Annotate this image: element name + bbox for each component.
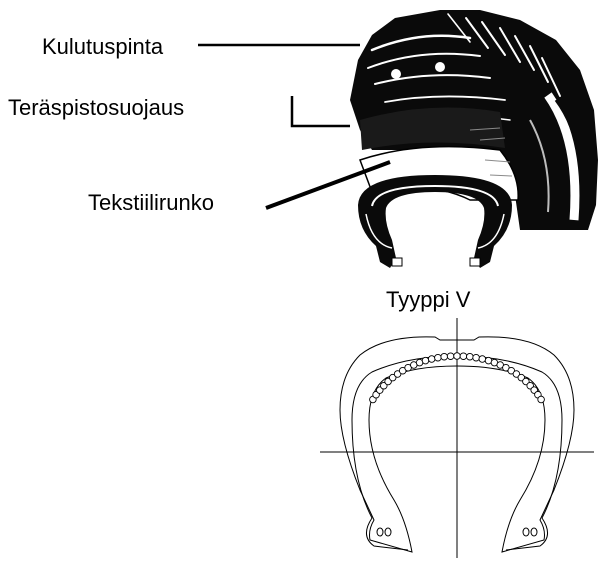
bead-wire — [523, 528, 529, 536]
breaker-cord — [479, 356, 486, 363]
breaker-cord — [428, 356, 435, 363]
breaker-cord — [435, 354, 442, 361]
steel-breaker-leader — [292, 96, 350, 126]
breaker-cord — [538, 396, 545, 403]
breaker-cord — [467, 353, 474, 360]
bead-wire — [377, 528, 383, 536]
bead-wire — [531, 528, 537, 536]
bead-wire — [385, 528, 391, 536]
breaker-cord — [441, 353, 448, 360]
label-type: Tyyppi V — [386, 287, 471, 312]
tire-cutaway-illustration — [350, 10, 598, 268]
breaker-cord — [460, 353, 467, 360]
breaker-cord — [422, 357, 429, 364]
breaker-cord — [447, 353, 454, 360]
breaker-cord — [454, 353, 461, 360]
label-tread: Kulutuspinta — [42, 34, 164, 59]
label-textile-carcass: Tekstiilirunko — [88, 190, 214, 215]
breaker-cord — [473, 354, 480, 361]
label-steel-breaker: Teräspistosuojaus — [8, 95, 184, 120]
breaker-dot — [391, 69, 401, 79]
breaker-dot — [435, 62, 445, 72]
